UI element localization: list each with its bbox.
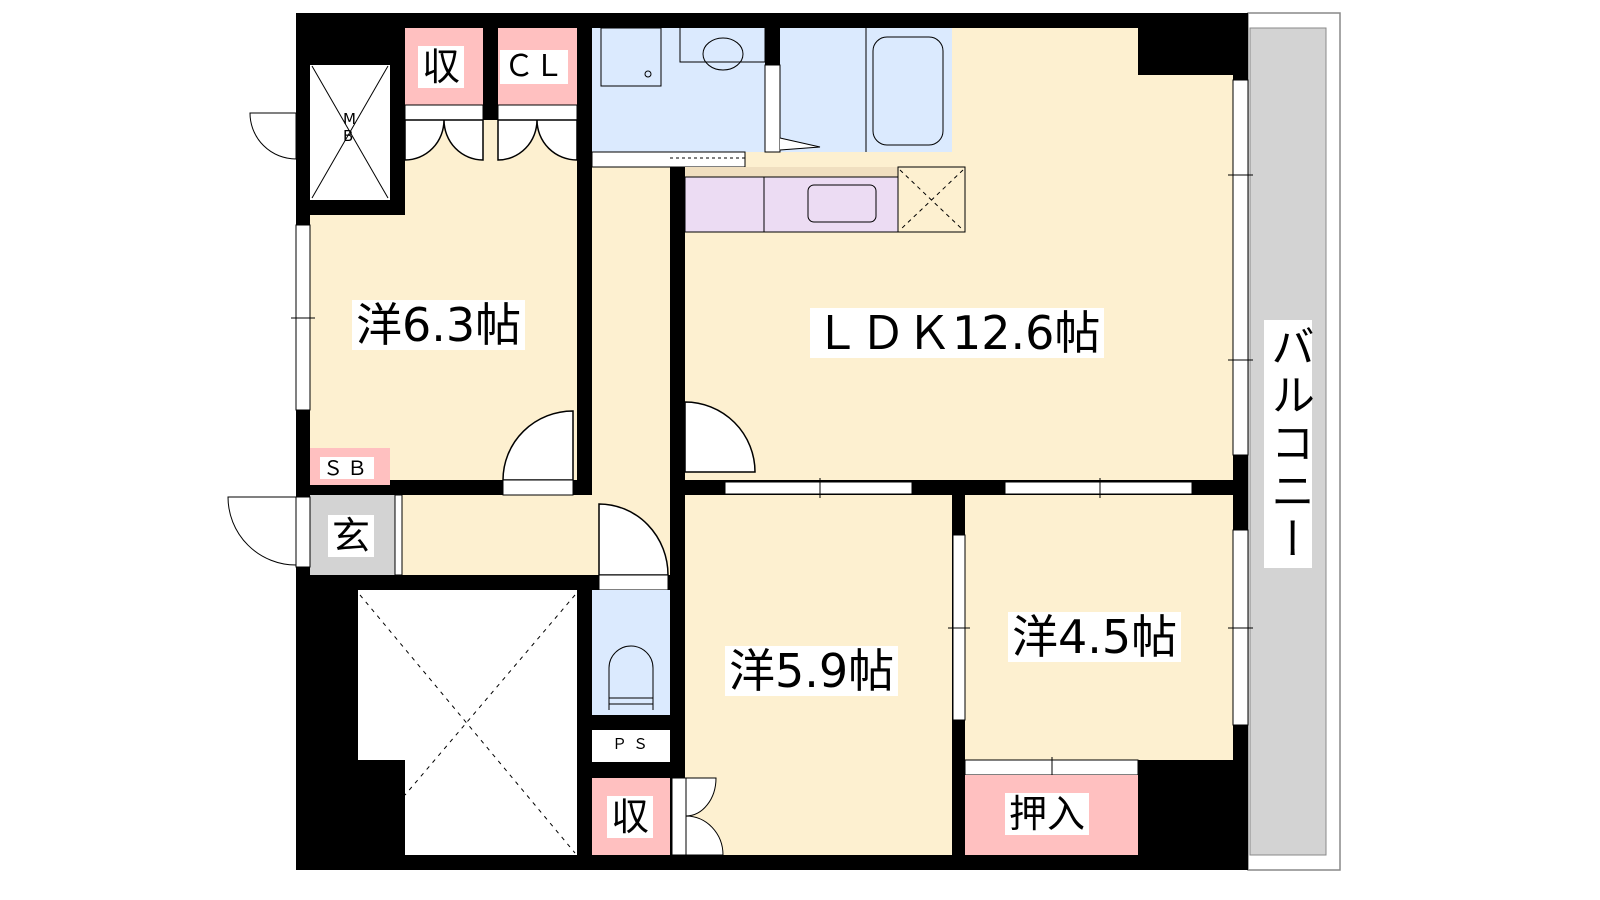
door-room1[interactable] <box>502 410 574 481</box>
pipe-space <box>592 730 670 762</box>
label-storage-bottom: 収 <box>607 796 654 838</box>
label-closet: ＣＬ <box>500 50 568 84</box>
room-label-western-1: 洋6.3帖 <box>352 300 526 350</box>
door-ldk[interactable] <box>684 401 756 473</box>
label-balcony: バルコニー <box>1263 320 1314 568</box>
bathtub <box>872 36 944 146</box>
label-pipe-space: ＰＳ <box>612 735 655 753</box>
room-label-western-2: 洋5.9帖 <box>725 646 899 696</box>
label-entrance: 玄 <box>328 515 375 557</box>
door-toilet[interactable] <box>598 503 669 576</box>
room-label-ldk: ＬＤＫ12.6帖 <box>810 308 1105 358</box>
kitchen-counter <box>684 176 899 233</box>
label-storage-top: 収 <box>418 46 465 88</box>
label-oshiire: 押入 <box>1005 793 1090 835</box>
entrance-door[interactable] <box>227 496 297 566</box>
washroom <box>592 28 765 152</box>
sink-icon <box>807 184 877 223</box>
toilet-room <box>592 590 670 715</box>
toilet-icon <box>608 645 654 710</box>
label-meter-box: MB <box>343 110 356 145</box>
label-shoe-box: ＳＢ <box>320 457 374 479</box>
hall <box>400 495 592 575</box>
window-ldk <box>1232 79 1249 456</box>
room-label-western-3: 洋4.5帖 <box>1008 612 1182 662</box>
